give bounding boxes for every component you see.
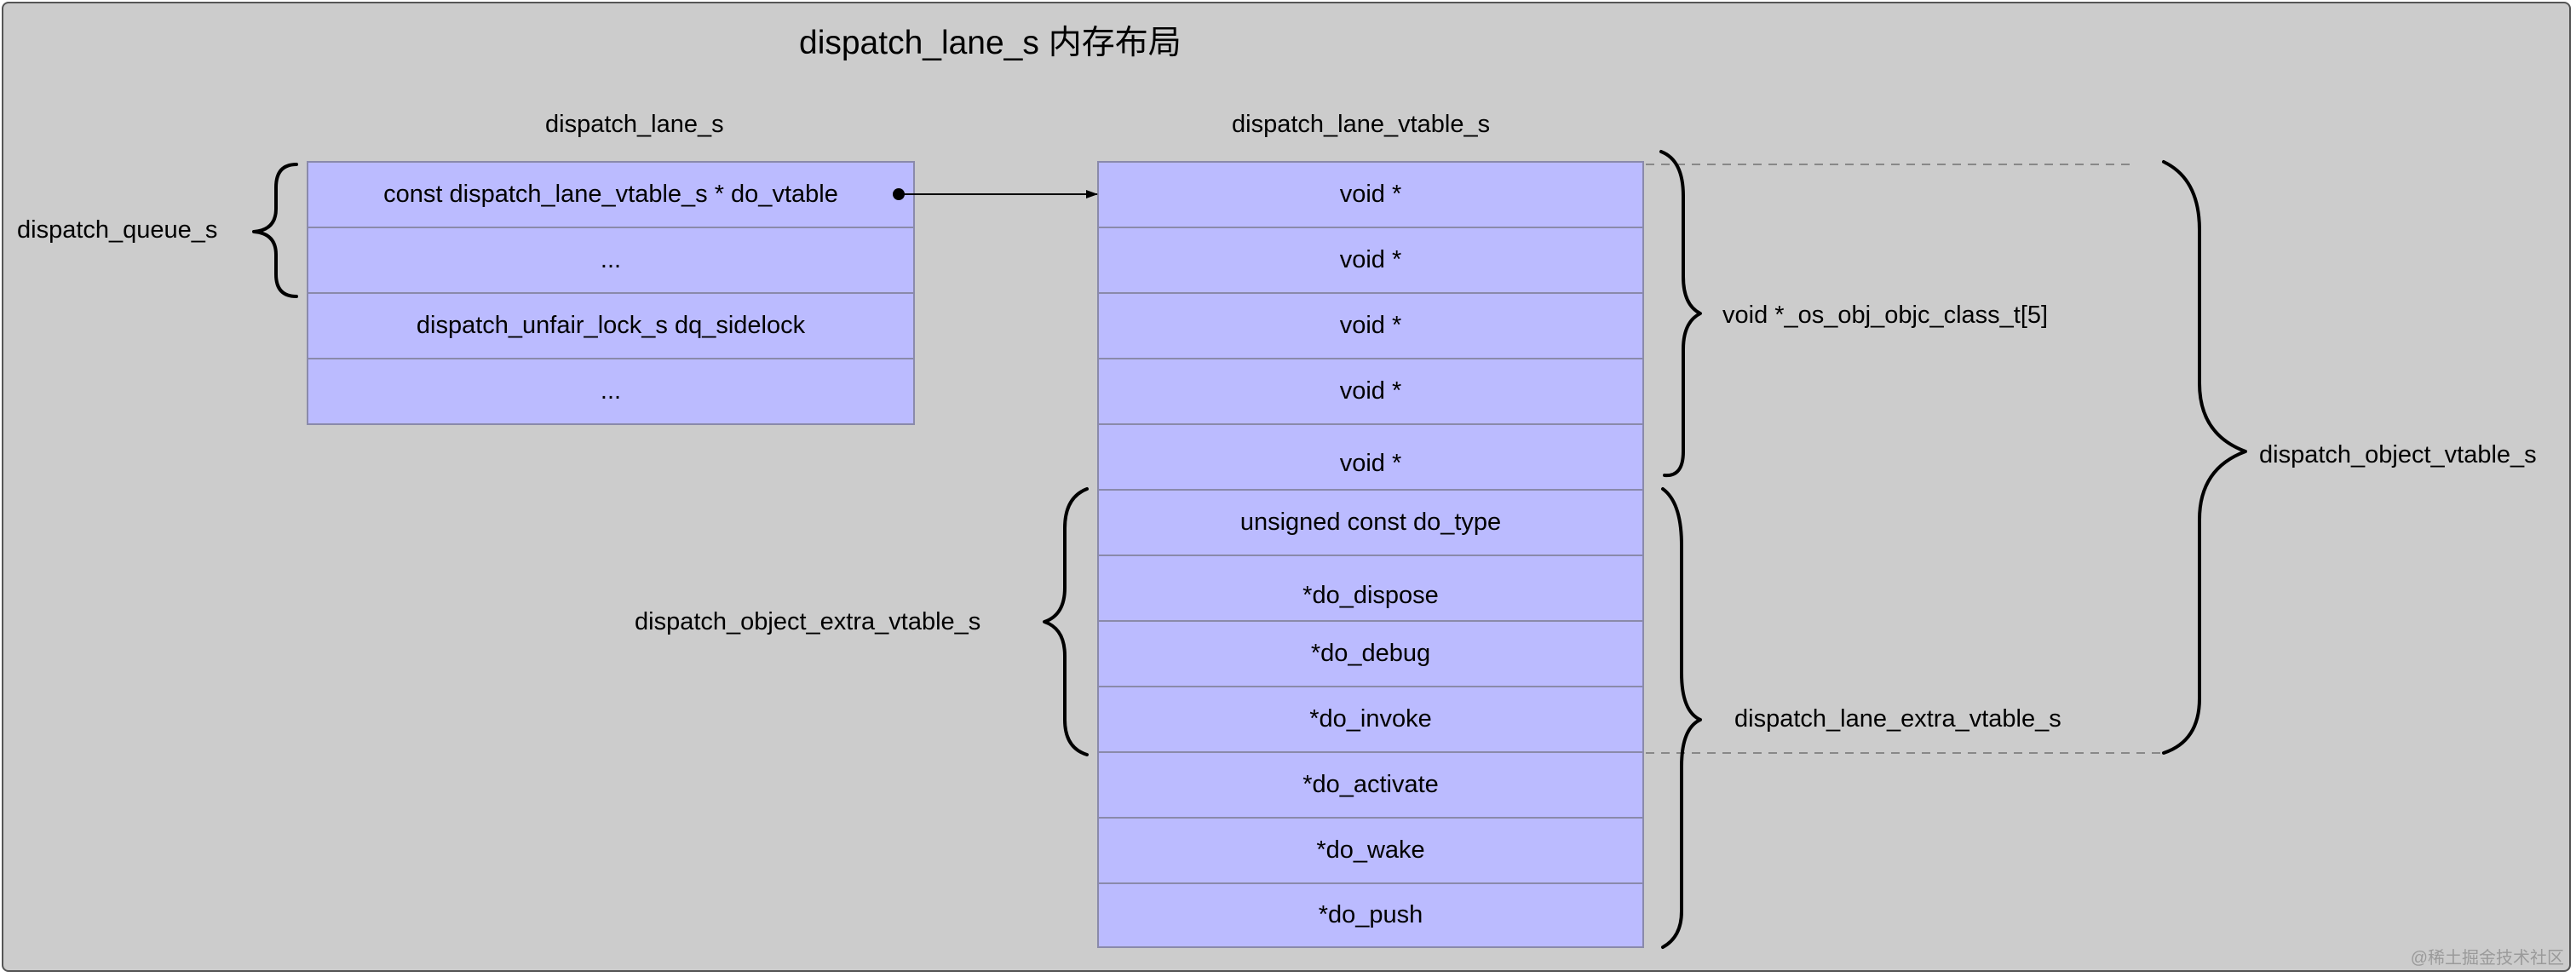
os-obj-class-label: void *_os_obj_objc_class_t[5] xyxy=(1722,302,2049,329)
dispatch-lane-s-table: const dispatch_lane_vtable_s * do_vtable… xyxy=(307,161,915,425)
left-table-cell: ... xyxy=(308,228,913,294)
right-table-cell: *do_activate xyxy=(1099,753,1642,819)
object-vtable-label: dispatch_object_vtable_s xyxy=(2259,441,2537,468)
right-table-cell: unsigned const do_type xyxy=(1099,491,1642,556)
left-table-header: dispatch_lane_s xyxy=(545,111,724,138)
right-table-cell: void * xyxy=(1099,228,1642,294)
right-table-cell: void * xyxy=(1099,425,1642,491)
right-table-cell: void * xyxy=(1099,294,1642,359)
lane-extra-vtable-label: dispatch_lane_extra_vtable_s xyxy=(1734,705,2061,733)
left-table-cell: ... xyxy=(308,359,913,423)
right-table-cell: void * xyxy=(1099,163,1642,228)
left-table-cell: dispatch_unfair_lock_s dq_sidelock xyxy=(308,294,913,359)
right-table-cell: *do_debug xyxy=(1099,622,1642,687)
right-table-cell: void * xyxy=(1099,359,1642,425)
right-table-cell: *do_push xyxy=(1099,884,1642,946)
right-table-cell: *do_wake xyxy=(1099,819,1642,884)
right-table-header: dispatch_lane_vtable_s xyxy=(1232,111,1491,138)
diagram-title: dispatch_lane_s 内存布局 xyxy=(799,25,1182,61)
left-table-cell: const dispatch_lane_vtable_s * do_vtable xyxy=(308,163,913,228)
right-table-cell: *do_dispose xyxy=(1099,556,1642,622)
watermark: @稀土掘金技术社区 xyxy=(2410,949,2564,968)
object-extra-vtable-label: dispatch_object_extra_vtable_s xyxy=(635,608,981,635)
dispatch-lane-vtable-s-table: void * void * void * void * void * unsig… xyxy=(1097,161,1644,948)
right-table-cell: *do_invoke xyxy=(1099,687,1642,753)
dispatch-queue-s-label: dispatch_queue_s xyxy=(17,216,218,244)
